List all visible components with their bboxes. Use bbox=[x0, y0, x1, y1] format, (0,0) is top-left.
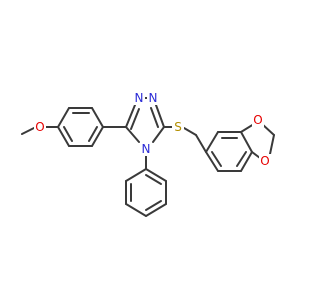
atom-o-dioxole-bottom: O bbox=[260, 154, 269, 168]
atom-n-2: N bbox=[135, 91, 144, 105]
bond-methyl-o bbox=[21, 127, 35, 135]
molecule-structure: O N N N S O O bbox=[21, 91, 275, 217]
atom-o-methoxy: O bbox=[35, 120, 44, 134]
phenyl-ring bbox=[125, 155, 167, 217]
methoxy-group bbox=[21, 126, 59, 135]
methoxyphenyl-ring bbox=[57, 107, 104, 147]
atom-labels: O N N N S O O bbox=[34, 91, 271, 168]
bond-ch2-aryl bbox=[195, 134, 207, 153]
atom-n-1: N bbox=[149, 91, 158, 105]
bond-s-ch2 bbox=[183, 127, 197, 136]
atom-o-dioxole-top: O bbox=[253, 113, 262, 127]
thioether-linker bbox=[163, 126, 207, 153]
atom-n-4: N bbox=[142, 142, 151, 156]
benzodioxole-benzene bbox=[205, 131, 253, 172]
atom-s: S bbox=[174, 120, 182, 134]
